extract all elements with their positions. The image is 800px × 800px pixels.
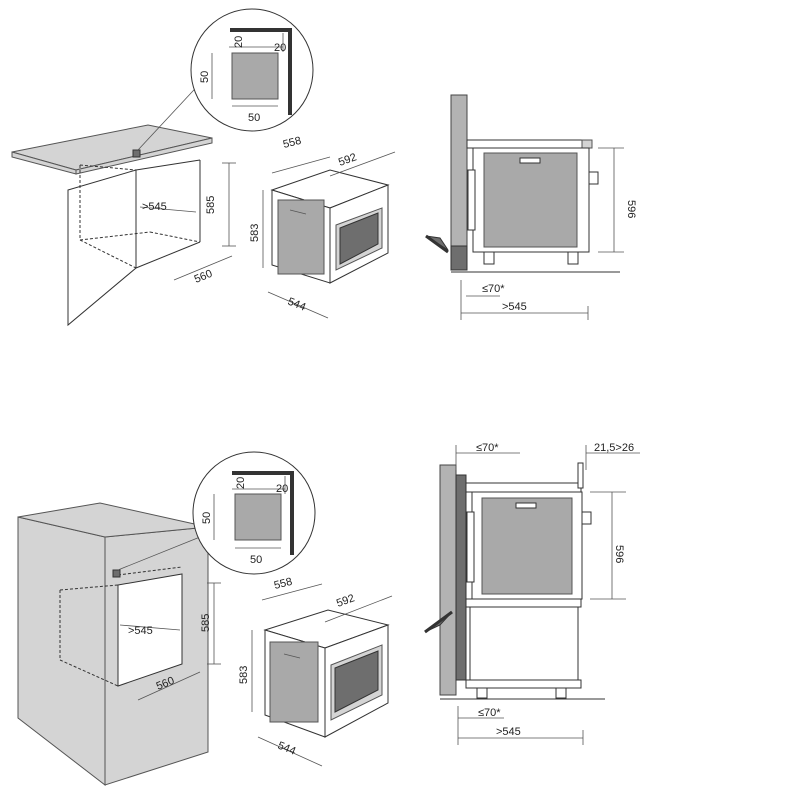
dim-col-side-depth: >545 [496, 726, 521, 738]
dim-side-height: 596 [625, 200, 637, 218]
bottom-column-niche: >545 585 560 [17, 502, 221, 787]
dim-col-oven-height: 583 [238, 666, 250, 684]
dim-col-niche-height: 585 [200, 614, 212, 632]
top-vent-detail: 20 20 50 50 [190, 8, 314, 132]
dim-col-oven-depth: 544 [276, 740, 298, 758]
dim-col-oven-width-outer: 592 [335, 592, 356, 610]
dim-oven-depth: 544 [286, 296, 308, 314]
dim-oven-height: 583 [249, 224, 261, 242]
dim-niche-width: 560 [193, 268, 215, 286]
bottom-oven-3d: 558 592 583 544 [238, 576, 393, 767]
dim-detail-gap-left: 20 [233, 36, 245, 48]
dim-side-gap: ≤70* [482, 283, 505, 295]
dim-col-oven-width-inner: 558 [273, 576, 294, 592]
dim-col-niche-depth: >545 [128, 625, 153, 637]
dim-col-detail-width: 50 [250, 554, 262, 566]
bottom-side-section: ≤70* 21,5>26 596 ≤70* >545 [424, 442, 640, 745]
dim-col-side-gap-bottom: ≤70* [478, 707, 501, 719]
dim-detail-height: 50 [199, 71, 211, 83]
top-oven-3d: 558 592 583 544 [249, 135, 396, 319]
dim-niche-depth: >545 [142, 201, 167, 213]
top-undercounter-niche: >545 585 560 [11, 77, 236, 327]
dim-niche-height: 585 [205, 196, 217, 214]
dim-detail-gap-right: 20 [274, 42, 286, 54]
dim-col-detail-height: 50 [201, 512, 213, 524]
bottom-vent-detail: 20 20 50 50 [192, 451, 316, 575]
dim-oven-width-outer: 592 [337, 151, 358, 169]
dim-col-side-top-vent: 21,5>26 [594, 442, 634, 454]
dim-col-side-height: 596 [613, 545, 625, 563]
dim-side-depth: >545 [502, 301, 527, 313]
dim-detail-width: 50 [248, 112, 260, 124]
dim-col-side-gap-top: ≤70* [476, 442, 499, 454]
dim-col-detail-gap-left: 20 [235, 477, 247, 489]
top-side-section: 596 ≤70* >545 [425, 94, 637, 320]
dim-oven-width-inner: 558 [282, 135, 303, 151]
dim-col-detail-gap-right: 20 [276, 483, 288, 495]
